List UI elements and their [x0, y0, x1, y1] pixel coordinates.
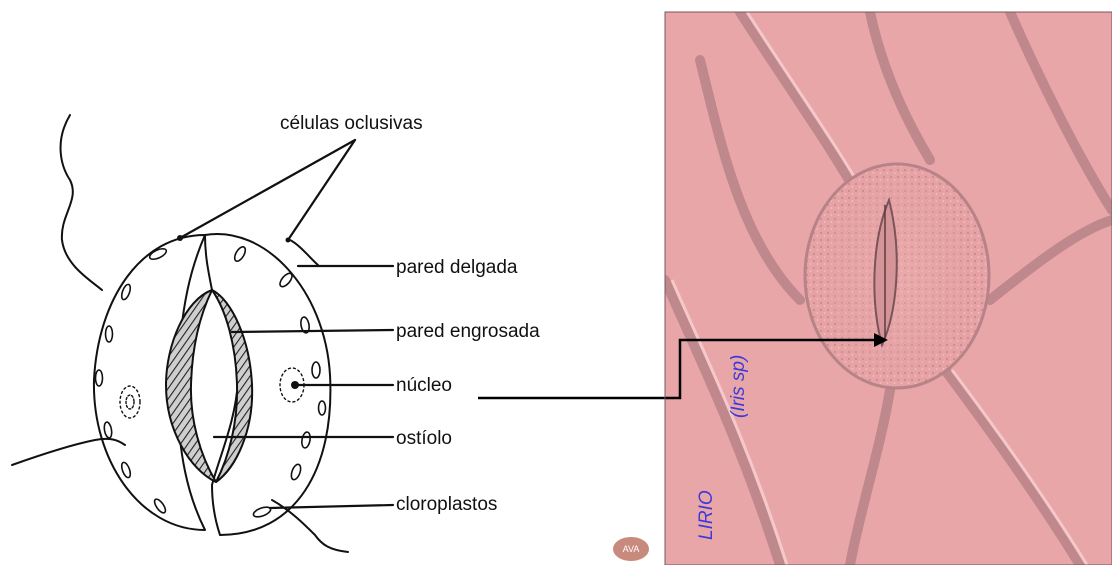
ava-logo: AVA: [613, 537, 649, 561]
stoma-line-drawing: [12, 115, 393, 552]
label-ostiole: ostíolo: [396, 428, 452, 449]
leader-lines: [180, 140, 393, 508]
epidermal-wall-left-bottom: [12, 439, 125, 465]
epidermal-wall-right-top: [290, 240, 318, 265]
nucleus-left: [120, 386, 140, 418]
thick-wall-right: [212, 290, 252, 482]
stoma-micrograph: (Iris sp) LIRIO: [478, 12, 1112, 565]
common-name-label: LIRIO: [696, 490, 717, 540]
label-chloroplasts: cloroplastos: [396, 494, 497, 515]
svg-text:AVA: AVA: [623, 544, 640, 554]
thick-wall-left: [166, 290, 216, 482]
species-label: (Iris sp): [728, 355, 749, 418]
epidermal-wall-left-top: [61, 115, 102, 290]
label-nucleus: núcleo: [396, 375, 452, 396]
label-thick-wall: pared engrosada: [396, 321, 540, 342]
label-thin-wall: pared delgada: [396, 257, 518, 278]
label-guard-cells: células oclusivas: [280, 113, 423, 134]
